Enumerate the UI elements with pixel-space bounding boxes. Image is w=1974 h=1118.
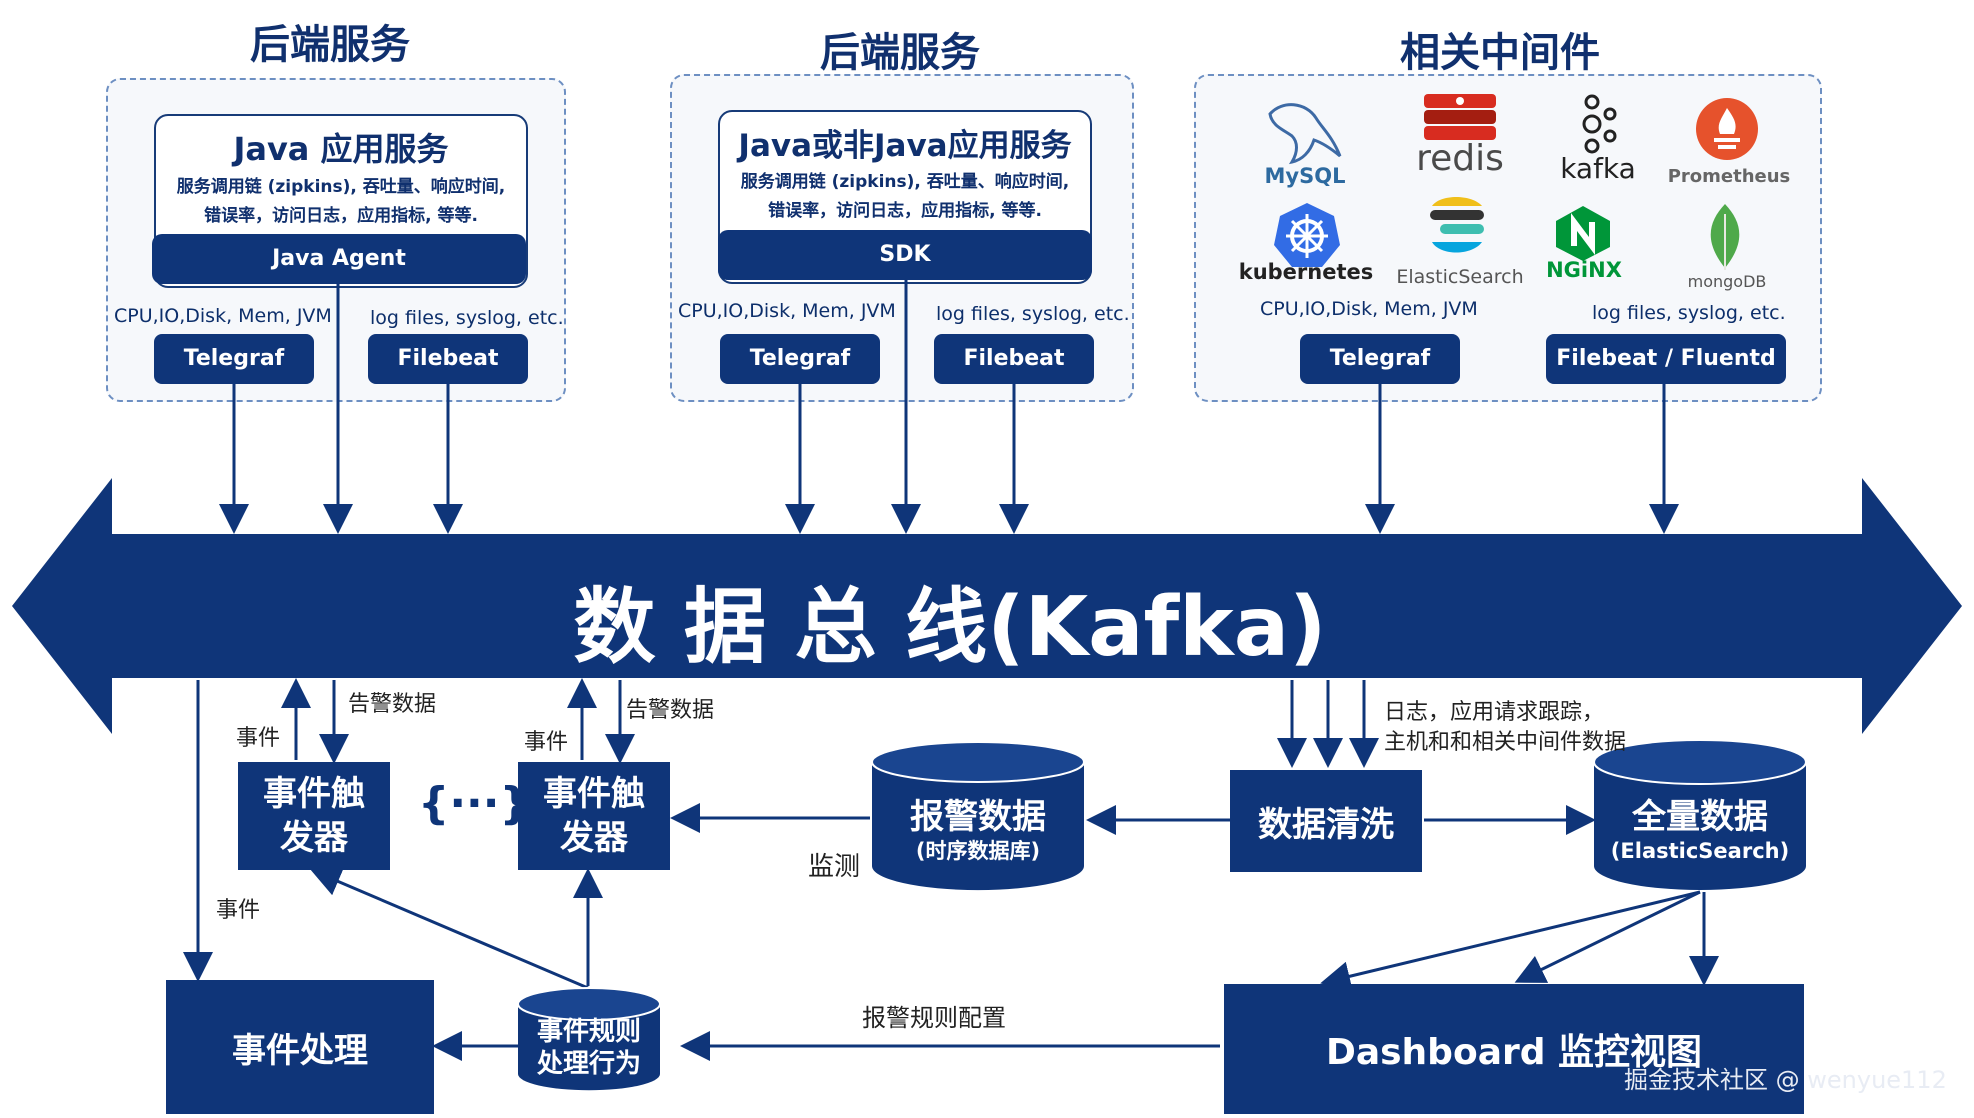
- java-agent-bar: Java Agent: [152, 234, 526, 284]
- alert-data-label-2: 告警数据: [626, 698, 715, 723]
- java-app-title: Java 应用服务: [233, 130, 449, 168]
- group3-filebeat-fluentd-button: Filebeat / Fluentd: [1546, 334, 1786, 384]
- prometheus-logo-text: Prometheus: [1667, 166, 1791, 187]
- kubernetes-logo-text: kubernetes: [1238, 260, 1374, 284]
- group-3-title: 相关中间件: [1400, 30, 1600, 76]
- mongodb-leaf-icon: [1710, 204, 1740, 270]
- group1-metrics-label: CPU,IO,Disk, Mem, JVM: [114, 305, 332, 327]
- rules-db-label: 事件规则 处理行为: [518, 1016, 660, 1080]
- event-label-3: 事件: [216, 898, 261, 923]
- elasticsearch-logo-text: ElasticSearch: [1396, 266, 1524, 288]
- logs-note-line1: 日志，应用请求跟踪，: [1384, 700, 1605, 725]
- alert-data-label-1: 告警数据: [348, 692, 437, 717]
- event-trigger-2: 事件触 发器: [518, 762, 670, 870]
- elasticsearch-icon: [1430, 197, 1484, 253]
- full-db-label: 全量数据 (ElasticSearch): [1594, 796, 1806, 864]
- event-handle-box: 事件处理: [166, 980, 434, 1114]
- java-app-desc-line2: 错误率，访问日志，应用指标, 等等.: [204, 206, 478, 226]
- nginx-icon: [1556, 206, 1610, 261]
- group2-telegraf-button: Telegraf: [720, 334, 880, 384]
- mongodb-logo-text: mongoDB: [1687, 272, 1767, 291]
- logs-note-line2: 主机和和相关中间件数据: [1384, 730, 1627, 755]
- redis-logo-text: redis: [1416, 138, 1504, 179]
- mysql-logo-text: MySQL: [1264, 164, 1346, 188]
- alarm-db-label: 报警数据 (时序数据库): [872, 796, 1084, 864]
- group2-metrics-label: CPU,IO,Disk, Mem, JVM: [678, 300, 896, 322]
- data-cleaning-box: 数据清洗: [1230, 770, 1422, 872]
- rules-db-cylinder: [517, 987, 661, 1091]
- rule-config-label: 报警规则配置: [862, 1004, 1006, 1032]
- group-2-title: 后端服务: [820, 30, 980, 76]
- event-trigger-1-line1: 事件触: [263, 774, 365, 814]
- group2-logs-label: log files, syslog, etc.: [936, 303, 1130, 325]
- event-trigger-2-line2: 发器: [560, 818, 628, 858]
- mysql-dolphin-icon: [1268, 103, 1342, 165]
- prometheus-icon: [1696, 98, 1758, 160]
- group3-logs-label: log files, syslog, etc.: [1592, 302, 1786, 324]
- monitor-label: 监测: [808, 852, 861, 882]
- alarm-db-title: 报警数据: [910, 797, 1046, 837]
- kubernetes-icon: [1274, 203, 1340, 267]
- dashboard-box: Dashboard 监控视图: [1224, 984, 1804, 1114]
- data-bus-arrow: [12, 478, 1962, 734]
- full-db-title: 全量数据: [1632, 797, 1768, 837]
- event-label-1: 事件: [236, 726, 281, 751]
- generic-app-title: Java或非Java应用服务: [738, 128, 1072, 164]
- event-trigger-1: 事件触 发器: [238, 762, 390, 870]
- kafka-icon: [1582, 94, 1617, 154]
- event-trigger-1-line2: 发器: [280, 818, 348, 858]
- nginx-logo-text: NGiNX: [1546, 258, 1622, 282]
- ellipsis-more-triggers: {···}: [418, 778, 531, 829]
- alarm-db-subtitle: (时序数据库): [915, 839, 1041, 863]
- generic-app-desc-line2: 错误率，访问日志，应用指标, 等等.: [768, 201, 1042, 221]
- event-label-2: 事件: [524, 730, 569, 755]
- redis-icon: [1424, 94, 1496, 140]
- sdk-bar: SDK: [718, 230, 1092, 280]
- group1-telegraf-button: Telegraf: [154, 334, 314, 384]
- data-bus-label: 数 据 总 线(Kafka): [573, 580, 1327, 675]
- full-db-subtitle: (ElasticSearch): [1610, 839, 1790, 863]
- java-app-desc-line1: 服务调用链 (zipkins), 吞吐量、响应时间,: [176, 177, 506, 197]
- group3-telegraf-button: Telegraf: [1300, 334, 1460, 384]
- kafka-logo-text: kafka: [1560, 152, 1636, 185]
- generic-app-desc-line1: 服务调用链 (zipkins), 吞吐量、响应时间,: [740, 172, 1070, 192]
- watermark: 掘金技术社区 @ wenyue112: [1624, 1066, 1947, 1094]
- full-db-cylinder: [1593, 739, 1807, 890]
- group1-filebeat-button: Filebeat: [368, 334, 528, 384]
- group2-filebeat-button: Filebeat: [934, 334, 1094, 384]
- rules-db-line2: 处理行为: [536, 1049, 641, 1079]
- group-1-title: 后端服务: [250, 22, 410, 68]
- group3-metrics-label: CPU,IO,Disk, Mem, JVM: [1260, 298, 1478, 320]
- alarm-db-cylinder: [871, 741, 1085, 891]
- rules-db-line1: 事件规则: [536, 1017, 641, 1047]
- event-trigger-2-line1: 事件触: [543, 774, 645, 814]
- group1-logs-label: log files, syslog, etc.: [370, 307, 564, 329]
